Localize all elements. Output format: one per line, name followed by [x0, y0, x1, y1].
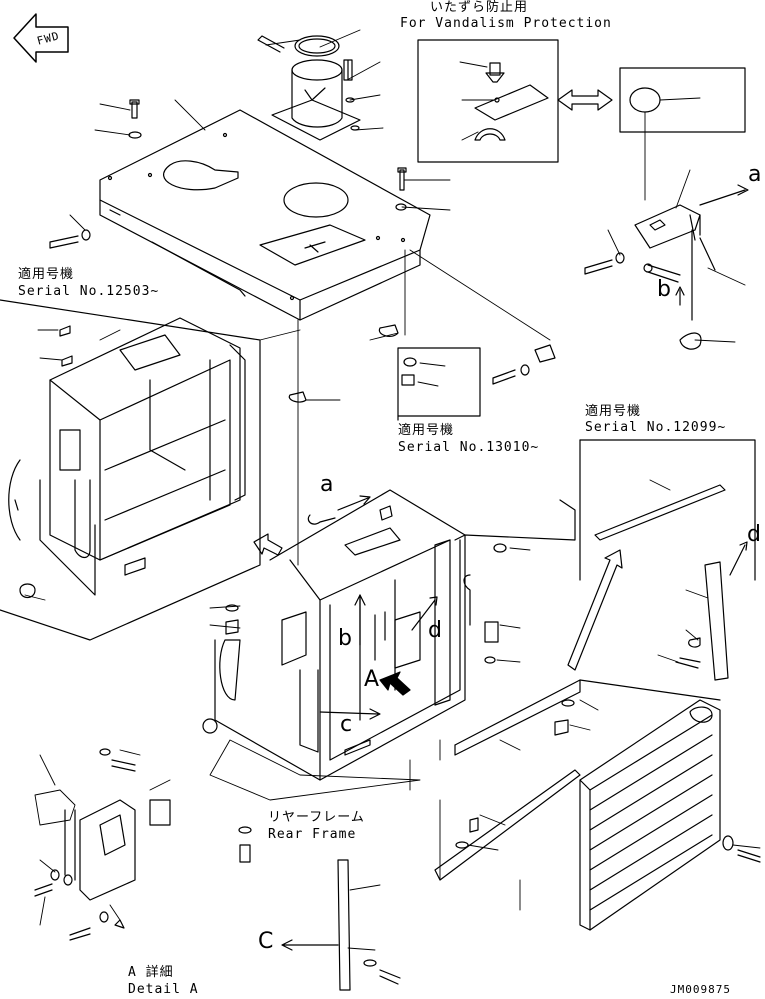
serial-c-label-jp: 適用号機: [585, 404, 642, 419]
ref-c-main: c: [340, 712, 354, 737]
serial-a-label-jp: 適用号機: [18, 267, 75, 282]
serial-b-label-en: Serial No.13010~: [398, 440, 540, 455]
main-cabinet: [202, 489, 576, 801]
rear-frame-parts: [238, 826, 401, 991]
rear-frame-label-en: Rear Frame: [268, 827, 357, 842]
front-grille: [579, 699, 721, 931]
double-arrow-icon: [557, 89, 613, 111]
vandalism-box: [417, 39, 559, 163]
top-cover: [99, 109, 431, 321]
cap-assembly: [257, 35, 361, 141]
latch-assembly: [584, 169, 749, 350]
drawing-number: JM009875: [670, 983, 731, 996]
rear-frame-label-jp: リヤーフレーム: [268, 810, 365, 825]
ref-arrows: [253, 495, 623, 720]
main-bolts: [209, 324, 556, 664]
serial-a-label-en: Serial No.12503~: [18, 284, 160, 299]
vandalism-label-jp: いたずら防止用: [430, 0, 529, 15]
detail-a-label-en: Detail A: [128, 982, 199, 997]
left-cabinet: [0, 299, 261, 641]
detail-a: [34, 748, 171, 941]
serial-b-label-jp: 適用号機: [398, 423, 455, 438]
ref-a-top: a: [748, 162, 763, 187]
cap-box: [619, 67, 746, 201]
serial-c-label-en: Serial No.12099~: [585, 420, 727, 435]
vandalism-label-en: For Vandalism Protection: [400, 16, 612, 31]
serial-12099-box: [579, 439, 756, 581]
strip-d: [657, 541, 748, 681]
ref-d-right: d: [747, 522, 762, 547]
cover-bolts: [49, 99, 407, 249]
ref-d-main: d: [428, 618, 443, 643]
ref-b-top: b: [657, 277, 672, 302]
ref-c-bottom: C: [258, 929, 275, 954]
view-a-label: A: [364, 667, 381, 692]
fwd-arrow-icon: [13, 13, 69, 63]
bottom-brackets: [409, 679, 761, 911]
link-lines: [259, 249, 551, 566]
detail-a-label-jp: A 詳細: [128, 965, 174, 980]
leader-lines-top: [69, 29, 451, 231]
ref-a-main: a: [320, 472, 335, 497]
ref-b-main: b: [338, 626, 353, 651]
